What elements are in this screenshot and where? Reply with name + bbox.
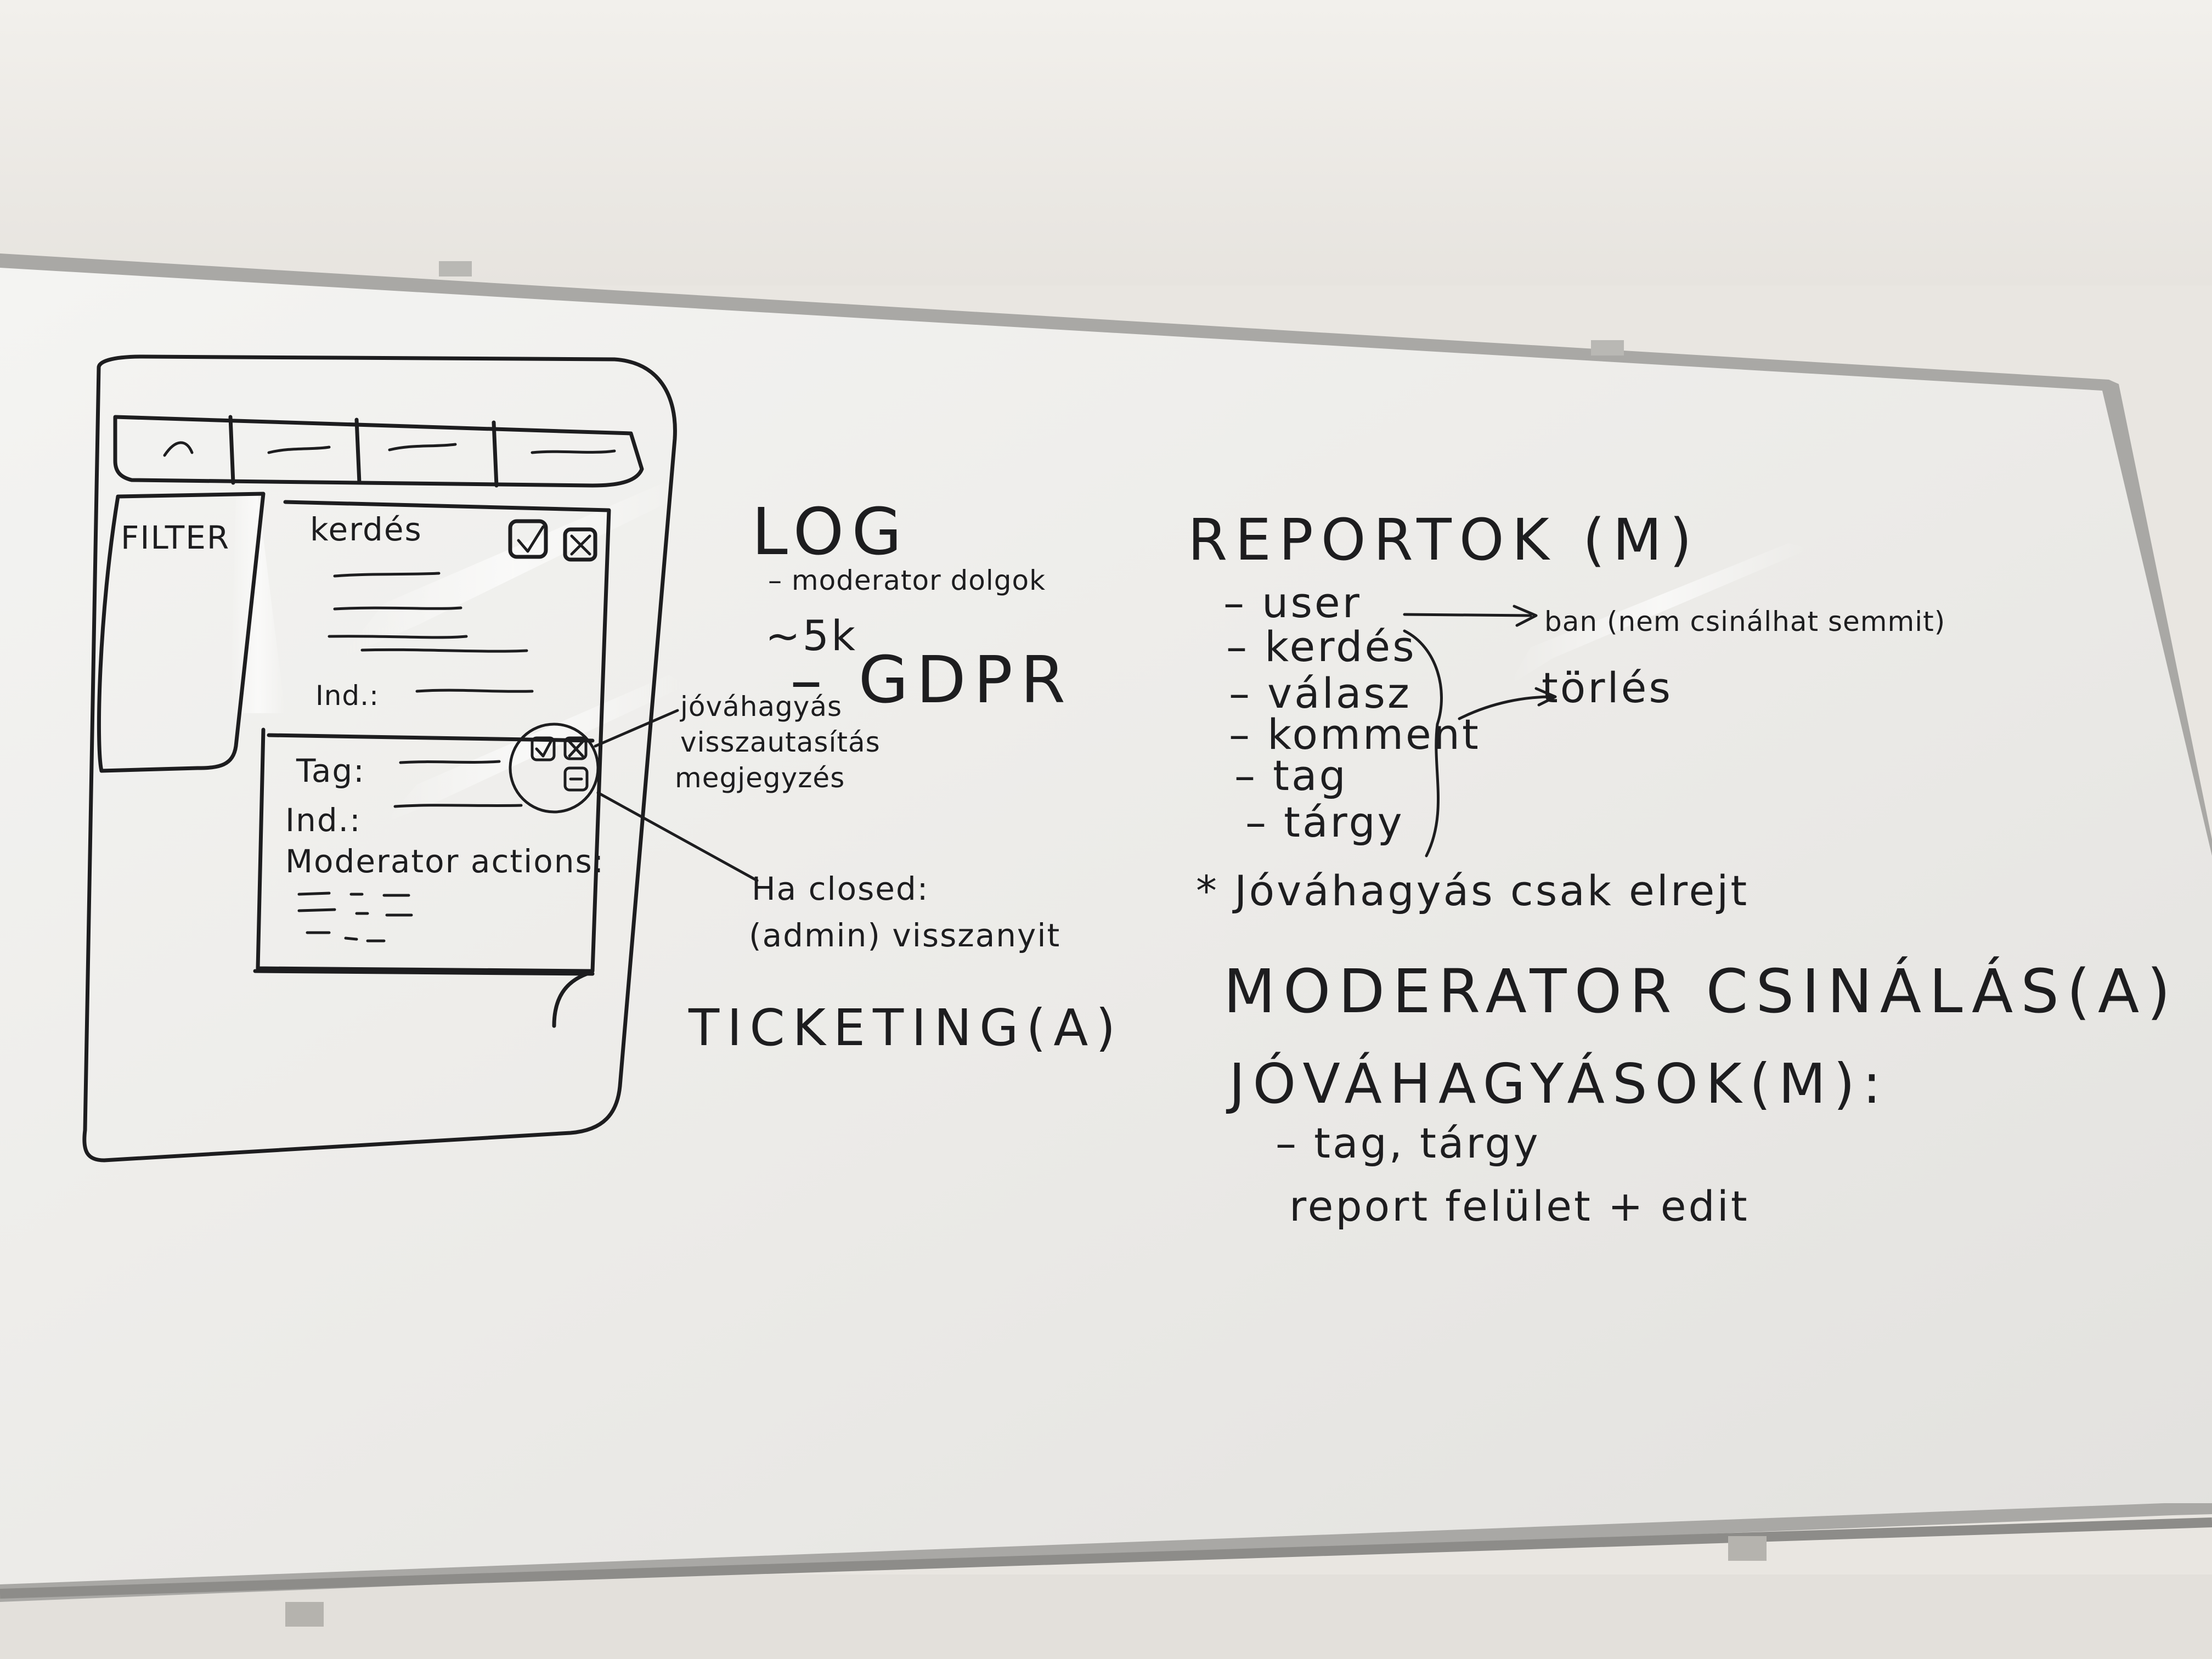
reports-arrow-delete xyxy=(1458,687,1557,720)
reports-item-subject: – tárgy xyxy=(1245,798,1404,847)
annotation-pointer-approve xyxy=(594,709,679,748)
glare-streak-4 xyxy=(1509,543,1810,686)
sketch-device-outline xyxy=(82,354,677,1163)
sketch-ind-label-1: Ind.: xyxy=(315,680,379,712)
annotation-approve-line-1: jóváhagyás xyxy=(680,691,842,723)
sketch-icon-marks xyxy=(535,739,584,781)
sketch-ind-label-2: Ind.: xyxy=(285,802,362,839)
ui-sketch: FILTER kerdés Ind.: Tag: Ind.: Moderator… xyxy=(82,354,759,1163)
sketch-text-line-3 xyxy=(328,635,468,639)
glare-streak-3 xyxy=(384,675,686,823)
reports-ban-note: ban (nem csinálhat semmit) xyxy=(1544,606,1945,637)
reports-brace xyxy=(1403,629,1443,857)
sketch-action-line-1 xyxy=(297,891,410,897)
glare-streak-2 xyxy=(340,483,686,658)
sketch-section-divider xyxy=(267,733,595,743)
sketch-x-icon xyxy=(570,534,591,556)
reports-arrow-ban xyxy=(1403,605,1538,627)
sketch-tag-value-line xyxy=(399,760,501,764)
sketch-tab-divider-2 xyxy=(354,417,362,485)
reports-item-answer: – válasz xyxy=(1229,669,1412,718)
annotation-closed-line-2: (admin) visszanyit xyxy=(749,917,1060,954)
log-item-2: ~5k xyxy=(765,611,857,660)
reports-approve-note: * Jóváhagyás csak elrejt xyxy=(1196,866,1749,915)
log-item-3: – GDPR xyxy=(790,642,1073,718)
reports-item-question: – kerdés xyxy=(1226,622,1417,671)
sketch-tab-divider-1 xyxy=(228,415,235,485)
sketch-question-label: kerdés xyxy=(310,511,422,548)
sketch-tab-scribble-2 xyxy=(267,445,331,454)
sketch-text-line-1 xyxy=(333,572,441,578)
sketch-approve-icon xyxy=(531,736,556,761)
annotation-closed-line-1: Ha closed: xyxy=(752,870,929,907)
moderator-section: MODERATOR CSINÁLÁS(A) JÓVÁHAGYÁSOK(M): –… xyxy=(1223,956,2178,1231)
approvals-item-1: – tag, tárgy xyxy=(1276,1119,1541,1167)
log-item-1: – moderator dolgok xyxy=(768,565,1046,596)
log-title: LOG xyxy=(752,494,910,569)
sketch-bottom-hook xyxy=(552,972,589,1028)
sketch-ind-value-line xyxy=(393,804,523,808)
reports-item-tag: – tag xyxy=(1234,751,1348,800)
whiteboard-surface xyxy=(0,268,2212,1584)
sketch-moderator-actions-label: Moderator actions: xyxy=(285,843,605,880)
reports-title: REPORTOK (M) xyxy=(1188,506,1700,573)
sketch-action-line-3 xyxy=(306,931,386,943)
wall-background-top xyxy=(0,0,2212,285)
approvals-title: JÓVÁHAGYÁSOK(M): xyxy=(1226,1052,1889,1116)
sketch-tab-scribble-1 xyxy=(163,441,194,457)
whiteboard xyxy=(0,253,2212,1627)
sketch-text-line-4 xyxy=(360,648,528,653)
reports-item-user: – user xyxy=(1223,578,1362,627)
sketch-text-line-2 xyxy=(333,606,462,611)
marker-tray xyxy=(0,1517,2212,1599)
sketch-reject-icon xyxy=(563,736,588,760)
sketch-tab-scribble-4 xyxy=(531,449,616,454)
sketch-question-panel xyxy=(256,500,611,973)
sketch-note-icon xyxy=(563,766,589,792)
log-section: LOG – moderator dolgok ~5k – GDPR xyxy=(752,494,1073,718)
board-clip-left xyxy=(439,261,472,276)
board-mount-bottom-left xyxy=(285,1602,324,1627)
sketch-approve-checkbox xyxy=(508,519,548,559)
annotation-approve-line-3: megjegyzés xyxy=(675,762,845,794)
sketch-check-icon xyxy=(517,525,545,553)
ticketing-title: TICKETING(A) xyxy=(688,998,1123,1057)
approvals-item-2: report felület + edit xyxy=(1289,1182,1750,1231)
sketch-filter-label: FILTER xyxy=(121,519,230,556)
board-mount-bottom-right xyxy=(1728,1536,1767,1561)
board-clip-right xyxy=(1591,340,1624,356)
sketch-reject-checkbox xyxy=(563,527,597,562)
annotation-pointer-closed xyxy=(596,791,759,882)
sketch-text-line-5 xyxy=(415,689,534,693)
wall-background-bottom xyxy=(0,1575,2212,1659)
sketch-action-line-2 xyxy=(297,908,413,917)
sketch-actions-circle xyxy=(509,723,600,814)
light-glare xyxy=(230,483,1810,823)
sketch-tab-divider-3 xyxy=(492,420,499,488)
sketch-tab-scribble-3 xyxy=(388,443,457,452)
sketch-filter-panel xyxy=(97,492,266,773)
reports-delete-note: törlés xyxy=(1542,663,1673,712)
sketch-tag-label: Tag: xyxy=(296,752,365,789)
moderator-title: MODERATOR CSINÁLÁS(A) xyxy=(1223,956,2178,1026)
sketch-tabbar xyxy=(113,415,644,488)
annotation-closed: Ha closed: (admin) visszanyit xyxy=(749,870,1060,954)
annotation-approve: jóváhagyás visszautasítás megjegyzés xyxy=(675,691,881,794)
sketch-bottom-divider xyxy=(253,969,595,976)
reports-section: REPORTOK (M) – user – kerdés – válasz – … xyxy=(1188,506,1945,915)
annotation-approve-line-2: visszautasítás xyxy=(680,726,881,758)
